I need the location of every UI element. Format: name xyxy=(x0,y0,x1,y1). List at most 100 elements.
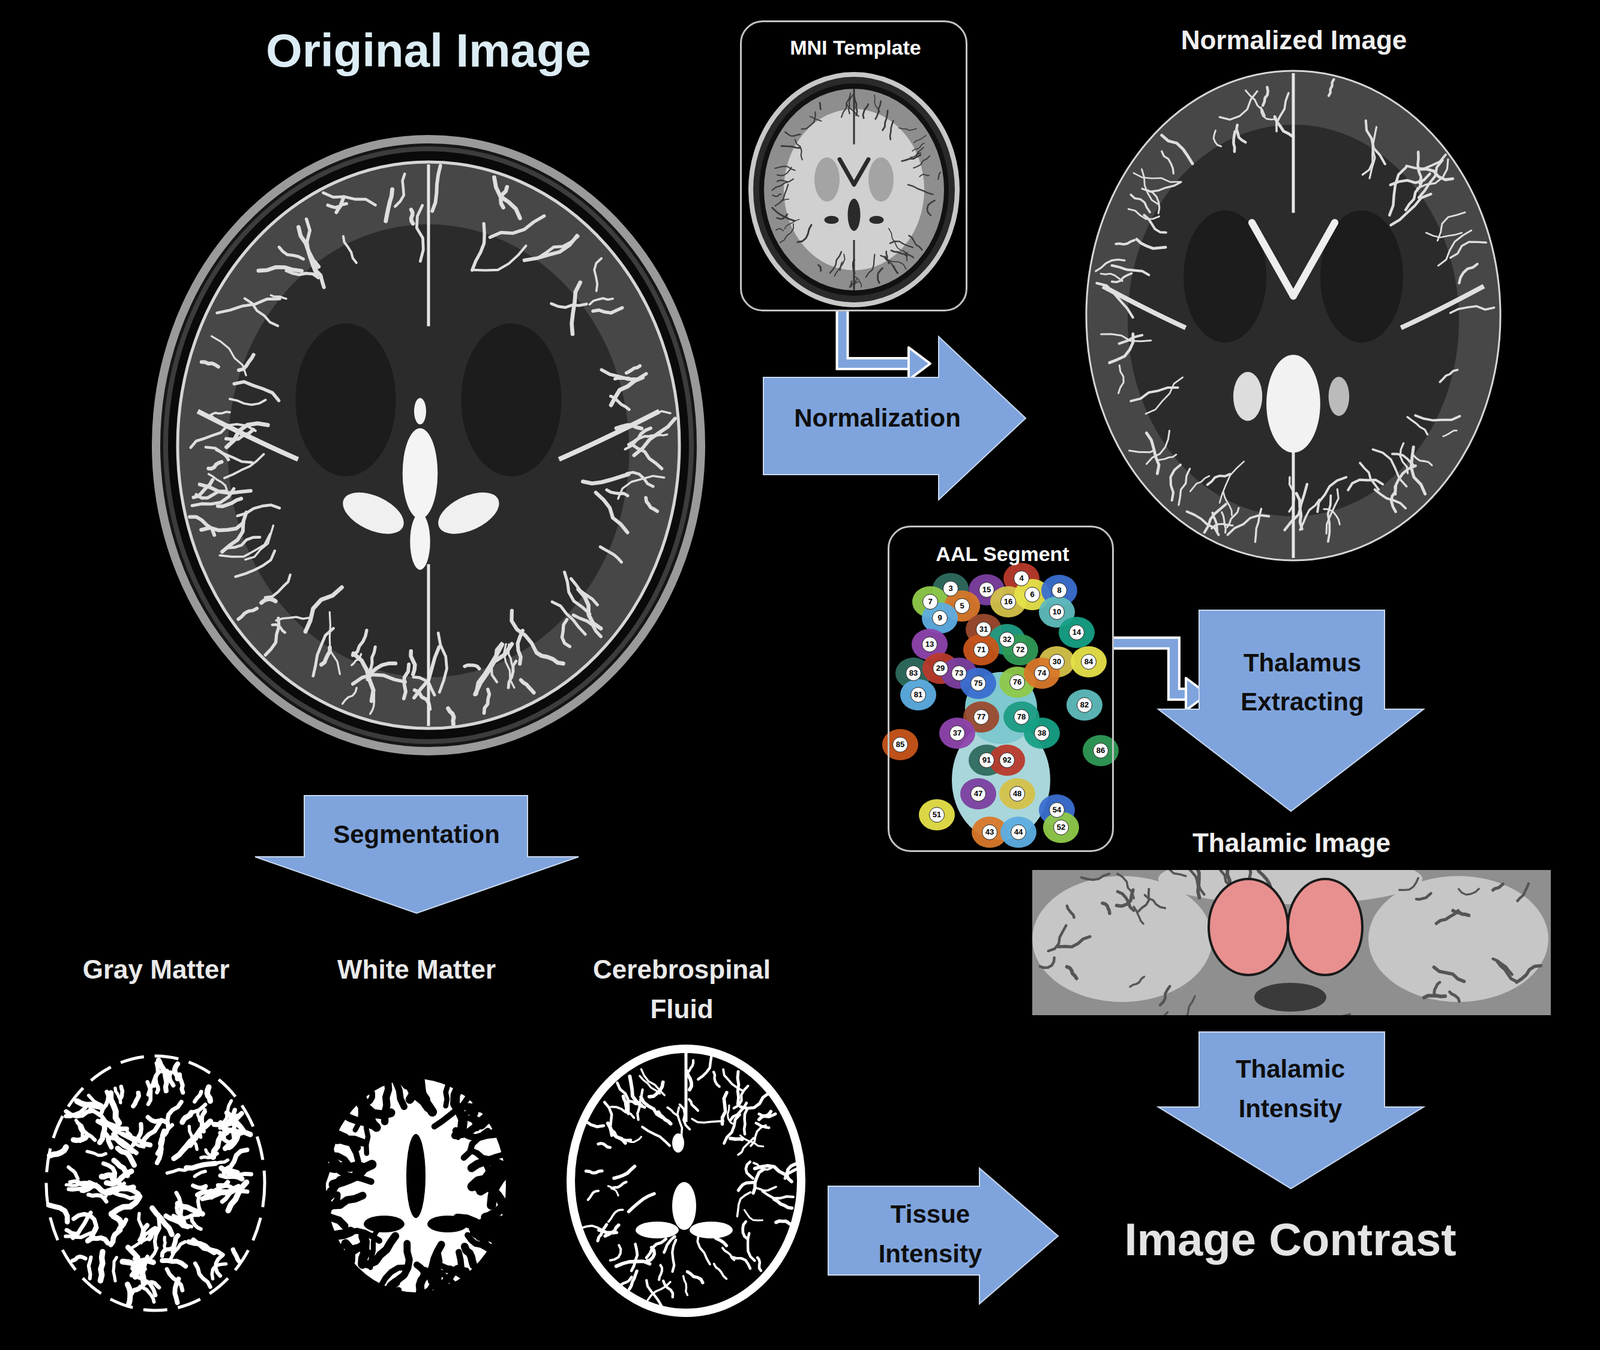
illustration-shape xyxy=(646,1239,667,1258)
illustration-shape xyxy=(432,165,441,212)
region-number: 77 xyxy=(973,709,990,725)
illustration-shape xyxy=(645,498,658,512)
illustration-shape xyxy=(46,1056,265,1311)
process-arrow: Normalization xyxy=(763,336,1026,500)
step-label: Tissue Intensity xyxy=(855,1194,1006,1275)
illustration-shape xyxy=(598,1143,611,1149)
illustration-shape xyxy=(1117,873,1135,899)
illustration-shape xyxy=(1070,646,1107,678)
illustration-shape xyxy=(1372,449,1407,487)
illustration-shape xyxy=(169,1073,174,1086)
step-label: Thalamus Extracting xyxy=(1212,643,1393,722)
illustration-shape xyxy=(174,1064,178,1080)
illustration-shape xyxy=(189,1126,197,1150)
illustration-shape xyxy=(232,1250,239,1262)
illustration-shape xyxy=(1233,372,1263,422)
region-number: 5 xyxy=(954,598,970,614)
illustration-shape xyxy=(819,102,822,110)
illustration-shape xyxy=(157,1131,165,1155)
panel-heading: MNI Template xyxy=(753,36,958,60)
illustration-shape xyxy=(610,1245,622,1261)
illustration-shape xyxy=(460,323,562,477)
illustration-shape xyxy=(742,1221,748,1240)
illustration-shape xyxy=(417,1265,432,1282)
region-number: 54 xyxy=(1049,802,1065,819)
illustration-shape xyxy=(582,474,629,484)
normalized-brain-scan xyxy=(1086,70,1501,561)
illustration-shape xyxy=(1439,370,1458,383)
t2-brain-scan xyxy=(156,139,701,752)
illustration-shape xyxy=(908,235,922,251)
illustration-shape xyxy=(211,1182,229,1198)
illustration-shape xyxy=(938,172,941,180)
illustration-shape xyxy=(658,1265,662,1281)
illustration-shape xyxy=(131,1287,141,1294)
illustration-shape xyxy=(882,110,889,131)
image-panel: Thalamic Image xyxy=(1032,828,1551,1016)
illustration-shape xyxy=(777,167,792,176)
illustration-shape xyxy=(687,1272,703,1284)
illustration-shape xyxy=(445,1269,466,1273)
illustration-shape xyxy=(435,1287,454,1300)
illustration-shape xyxy=(916,153,921,157)
illustration-shape xyxy=(439,1265,478,1281)
illustration-shape xyxy=(588,1191,599,1201)
illustration-shape xyxy=(863,104,869,119)
illustration-shape xyxy=(495,1219,499,1255)
illustration-shape xyxy=(352,630,367,656)
region-number: 8 xyxy=(1051,582,1068,599)
region-number: 52 xyxy=(1053,819,1069,836)
region-number: 86 xyxy=(1092,742,1109,759)
illustration-shape xyxy=(795,139,803,161)
illustration-shape xyxy=(1362,138,1373,175)
illustration-shape xyxy=(672,1239,676,1272)
illustration-shape xyxy=(225,1150,247,1171)
illustration-shape xyxy=(731,1257,751,1270)
illustration-shape xyxy=(177,1203,203,1215)
illustration-shape xyxy=(589,298,614,305)
illustration-shape xyxy=(888,228,902,251)
illustration-shape xyxy=(166,1166,196,1174)
region-number: 3 xyxy=(942,580,959,597)
illustration-shape xyxy=(750,74,958,305)
illustration-shape xyxy=(87,1151,106,1156)
illustration-shape xyxy=(1450,241,1487,259)
illustration-shape xyxy=(1405,180,1423,211)
illustration-shape xyxy=(411,651,416,675)
illustration-shape xyxy=(165,1071,167,1092)
illustration-shape xyxy=(1145,895,1166,909)
illustration-shape xyxy=(1299,499,1320,531)
illustration-shape xyxy=(1208,879,1288,976)
illustration-shape xyxy=(399,1070,426,1100)
illustration-shape xyxy=(830,252,842,274)
illustration-shape xyxy=(646,1280,662,1307)
illustration-shape xyxy=(745,1161,754,1179)
illustration-shape xyxy=(1145,377,1183,415)
panel-heading: AAL Segment xyxy=(900,542,1105,566)
illustration-shape xyxy=(1102,903,1110,914)
illustration-shape xyxy=(381,1267,407,1294)
illustration-shape xyxy=(68,1167,79,1179)
illustration-shape xyxy=(1158,870,1423,905)
illustration-shape xyxy=(1109,333,1134,363)
illustration-shape xyxy=(1391,486,1396,512)
illustration-shape xyxy=(784,219,800,230)
illustration-shape xyxy=(607,1186,619,1197)
illustration-shape xyxy=(757,1257,761,1272)
illustration-shape xyxy=(772,207,795,221)
region-number: 29 xyxy=(932,660,949,677)
illustration-shape xyxy=(912,142,925,151)
process-arrow: Segmentation xyxy=(255,795,579,914)
illustration-shape xyxy=(1400,443,1408,474)
illustration-shape xyxy=(1391,193,1432,226)
illustration-shape xyxy=(342,688,358,705)
illustration-shape xyxy=(194,1092,202,1103)
illustration-shape xyxy=(663,1281,673,1298)
illustration-shape xyxy=(1142,1012,1168,1016)
illustration-shape xyxy=(1433,967,1464,982)
illustration-shape xyxy=(606,490,628,497)
illustration-shape xyxy=(781,199,789,201)
illustration-shape xyxy=(688,1099,698,1111)
illustration-shape xyxy=(110,1093,119,1124)
illustration-shape xyxy=(413,676,435,695)
